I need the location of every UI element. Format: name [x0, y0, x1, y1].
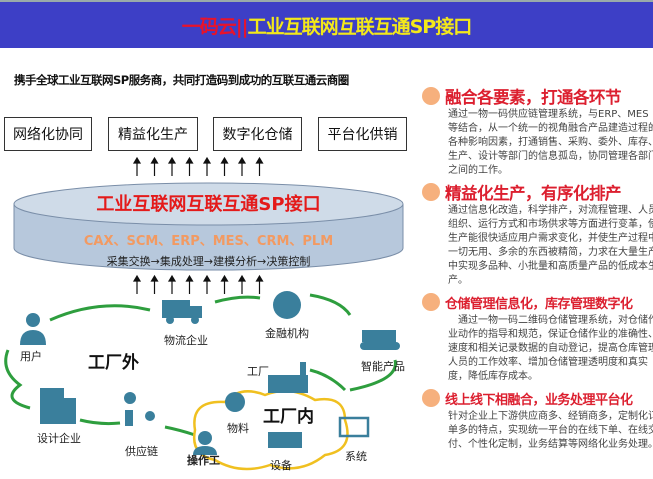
inside-label: 工厂内: [263, 407, 314, 427]
node-user: 用户: [20, 350, 42, 363]
arrow-head: [150, 274, 159, 282]
arrow-head: [202, 156, 212, 164]
brand: 一码云||: [181, 16, 249, 38]
bullet-icon: [422, 389, 440, 407]
smart-product-icon: [362, 330, 396, 342]
arrow-head: [255, 156, 264, 164]
feature-item: 融合各要素，打通各环节 通过一物一码供应链管理系统，与ERP、MES等结合，从一…: [422, 86, 653, 178]
truck-icon: [162, 300, 190, 318]
design-company-icon: [40, 388, 64, 424]
feature-title: 融合各要素，打通各环节: [445, 88, 622, 107]
feature-body: 通过一物一码二维码仓储管理系统，对仓储作业动作的指导和规范，保证仓储作业的准确性…: [448, 315, 653, 382]
box-platform: 平台化供销: [318, 117, 407, 151]
node-finance: 金融机构: [265, 327, 309, 340]
node-smart-product: 智能产品: [361, 360, 405, 373]
box-network: 网络化协同: [4, 117, 92, 151]
system-icon: [338, 416, 370, 438]
bullet-icon: [422, 293, 440, 311]
box-storage: 数字化仓储: [213, 117, 302, 151]
feature-list: 融合各要素，打通各环节 通过一物一码供应链管理系统，与ERP、MES等结合，从一…: [422, 86, 653, 479]
page-title: 一码云||工业互联网互联互通SP接口: [0, 12, 653, 39]
title-text: 工业互联网互联互通SP接口: [247, 16, 473, 38]
bullet-icon: [422, 87, 440, 105]
header-bar: [0, 0, 653, 48]
arrow-head: [237, 274, 247, 282]
platform-systems: CAX、SCM、ERP、MES、CRM、PLM: [83, 234, 334, 249]
arrow-head: [132, 274, 142, 282]
platform-flow: 采集交换→集成处理→建模分析→决策控制: [106, 255, 311, 268]
equipment-icon: [268, 432, 302, 448]
supply-chain-icon: [124, 392, 136, 404]
feature-title: 精益化生产，有序化排产: [445, 184, 622, 203]
node-equipment: 设备: [270, 459, 292, 472]
feature-title: 仓储管理信息化，库存管理数字化: [445, 296, 633, 312]
dollar-icon: [273, 291, 301, 319]
bullet-icon: [422, 183, 440, 201]
feature-item: 线上线下相融合，业务处理平台化 针对企业上下游供应商多、经销商多，定制化订单多的…: [422, 388, 653, 452]
arrow-head: [185, 274, 194, 282]
feature-body: 针对企业上下游供应商多、经销商多，定制化订单多的特点，实现统一平台的在线下单、在…: [448, 411, 653, 450]
ecosystem-diagram: [4, 291, 400, 471]
platform-title: 工业互联网互联互通SP接口: [96, 194, 321, 215]
arrows: [132, 156, 264, 294]
node-system: 系统: [345, 450, 367, 463]
node-factory: 工厂: [247, 365, 269, 378]
feature-body: 通过信息化改造，科学排产，对流程管理、人员组织、运行方式和市场供求等方面进行变革…: [448, 205, 653, 286]
box-lean: 精益化生产: [108, 117, 198, 151]
node-design: 设计企业: [37, 432, 81, 445]
outside-label: 工厂外: [88, 353, 139, 373]
factory-icon: [268, 375, 308, 393]
arrow-head: [167, 274, 177, 282]
arrow-head: [237, 156, 247, 164]
feature-item: 精益化生产，有序化排产 通过信息化改造，科学排产，对流程管理、人员组织、运行方式…: [422, 182, 653, 288]
node-worker: 操作工: [187, 454, 220, 467]
arrow-head: [185, 156, 194, 164]
subtitle: 携手全球工业互联网SP服务商，共同打造码到成功的互联互通云商圈: [14, 73, 349, 87]
arrow-head: [255, 274, 264, 282]
arrow-head: [220, 274, 229, 282]
user-icon: [26, 313, 40, 327]
material-icon: [225, 392, 245, 412]
node-material: 物料: [227, 422, 249, 435]
node-logistics: 物流企业: [164, 334, 208, 347]
worker-icon: [198, 431, 212, 445]
feature-body: 通过一物一码供应链管理系统，与ERP、MES等结合，从一个统一的视角融合产品建造…: [448, 109, 653, 176]
node-supply-chain: 供应链: [125, 445, 158, 458]
arrow-head: [150, 156, 159, 164]
feature-item: 仓储管理信息化，库存管理数字化 通过一物一码二维码仓储管理系统，对仓储作业动作的…: [422, 292, 653, 384]
arrow-head: [202, 274, 212, 282]
platform-cylinder: [13, 182, 404, 271]
arrow-head: [220, 156, 229, 164]
arrow-head: [167, 156, 177, 164]
arrow-head: [132, 156, 142, 164]
feature-title: 线上线下相融合，业务处理平台化: [445, 392, 633, 408]
